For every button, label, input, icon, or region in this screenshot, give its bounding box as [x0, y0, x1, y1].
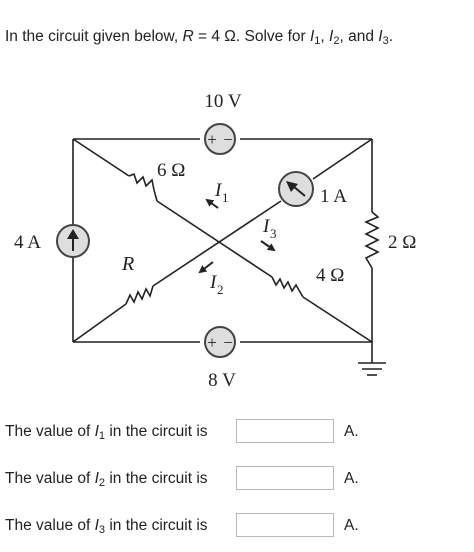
i1-arrow	[205, 198, 219, 209]
label-4a: 4 A	[14, 232, 41, 253]
unit-label: A.	[344, 423, 359, 440]
resistor-4-ohm	[271, 276, 304, 298]
plus-sign: +	[207, 130, 217, 149]
answer-label-i1: The value of I1 in the circuit is	[5, 423, 208, 442]
svg-text:I: I	[262, 216, 271, 237]
unit-label: A.	[344, 470, 359, 487]
circuit-wires	[72, 138, 386, 376]
label-10v: 10 V	[204, 91, 241, 112]
minus-sign: −	[223, 333, 233, 352]
i2-symbol: I	[329, 28, 334, 45]
label-i2: I 2	[209, 272, 224, 297]
label-8v: 8 V	[208, 370, 236, 391]
question-end: .	[388, 28, 393, 45]
answer-input-i3[interactable]	[236, 513, 334, 537]
question-sep2: , and	[339, 28, 379, 45]
i3-arrow	[260, 240, 276, 252]
svg-text:2: 2	[217, 282, 224, 297]
label-2-ohm: 2 Ω	[388, 232, 416, 253]
question-part2: = 4 Ω. Solve for	[193, 28, 310, 45]
voltage-source-8v: + −	[204, 326, 236, 358]
r-symbol: R	[182, 28, 194, 45]
voltage-source-10v: + −	[204, 123, 236, 155]
current-source-4a	[56, 224, 90, 258]
answer-label-i2: The value of I2 in the circuit is	[5, 470, 208, 489]
current-arrows	[198, 198, 276, 274]
answer-input-i1[interactable]	[236, 419, 334, 443]
answer-input-i2[interactable]	[236, 466, 334, 490]
plus-sign: +	[207, 333, 217, 352]
label-r: R	[121, 253, 134, 275]
i3-subscript: 3	[382, 35, 389, 47]
minus-sign: −	[223, 130, 233, 149]
answer-row-i1: The value of I1 in the circuit is A.	[5, 418, 359, 446]
i1-subscript: 1	[314, 35, 321, 47]
label-6-ohm: 6 Ω	[157, 160, 185, 181]
i2-subscript: 2	[333, 35, 340, 47]
svg-text:1: 1	[222, 190, 229, 205]
svg-text:I: I	[209, 272, 218, 293]
resistor-r	[125, 285, 154, 305]
question-sep1: ,	[320, 28, 330, 45]
question-part1: In the circuit given below,	[5, 28, 183, 45]
resistor-6-ohm	[128, 172, 158, 202]
label-i3: I 3	[262, 216, 277, 241]
svg-text:3: 3	[270, 226, 277, 241]
i3-symbol: I	[378, 28, 383, 45]
i1-symbol: I	[309, 28, 315, 45]
i2-arrow	[198, 261, 214, 274]
answer-label-i3: The value of I3 in the circuit is	[5, 517, 208, 536]
label-1a: 1 A	[320, 186, 347, 207]
svg-text:I: I	[214, 180, 223, 201]
current-source-1a	[278, 171, 314, 207]
label-i1: I 1	[214, 180, 229, 205]
answer-row-i3: The value of I3 in the circuit is A.	[5, 512, 359, 540]
resistor-2-ohm	[364, 211, 380, 269]
unit-label: A.	[344, 517, 359, 534]
question-text: In the circuit given below, R = 4 Ω. Sol…	[5, 27, 470, 47]
label-4-ohm: 4 Ω	[316, 265, 344, 286]
answer-row-i2: The value of I2 in the circuit is A.	[5, 465, 359, 493]
circuit-diagram: + − + − 10 V 8 V 4 A 1 A 6 Ω R 4 Ω 2 Ω I…	[14, 91, 416, 391]
